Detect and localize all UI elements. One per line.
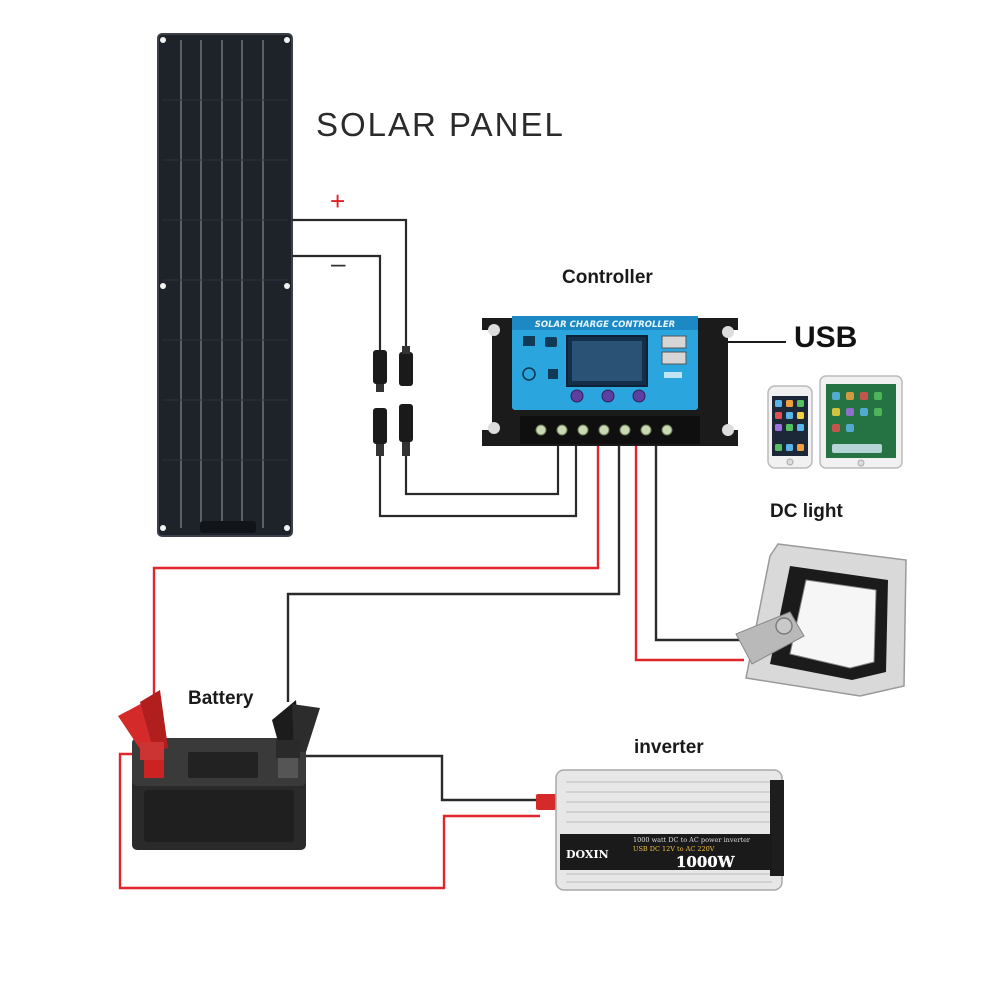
inverter-line-1: 1000 watt DC to AC power inverter — [633, 836, 751, 844]
solar-panel — [157, 33, 293, 537]
battery-label: Battery — [188, 688, 254, 709]
positive-sign: + — [330, 186, 346, 216]
solar-panel-label: SOLAR PANEL — [316, 106, 565, 143]
charge-controller: SOLAR CHARGE CONTROLLER — [482, 316, 738, 446]
negative-sign: – — [331, 248, 346, 278]
inverter-line-2: USB DC 12V to AC 220V — [633, 845, 715, 853]
inverter-label: inverter — [634, 737, 704, 758]
dc-light-label: DC light — [770, 501, 843, 522]
mc4-connectors — [373, 346, 413, 456]
inverter-brand: DOXIN — [566, 848, 609, 861]
controller-label: Controller — [562, 267, 653, 288]
power-inverter: DOXIN 1000 watt DC to AC power inverter … — [536, 769, 784, 891]
battery-clamps — [118, 690, 320, 760]
controller-header-text: SOLAR CHARGE CONTROLLER — [535, 320, 675, 330]
panel-wires — [292, 218, 578, 518]
battery — [118, 738, 540, 890]
usb-label: USB — [794, 321, 858, 354]
tablet-device — [819, 375, 903, 469]
inverter-rating: 1000W — [676, 853, 736, 871]
phone-device — [767, 385, 813, 469]
dc-flood-light — [735, 543, 907, 697]
